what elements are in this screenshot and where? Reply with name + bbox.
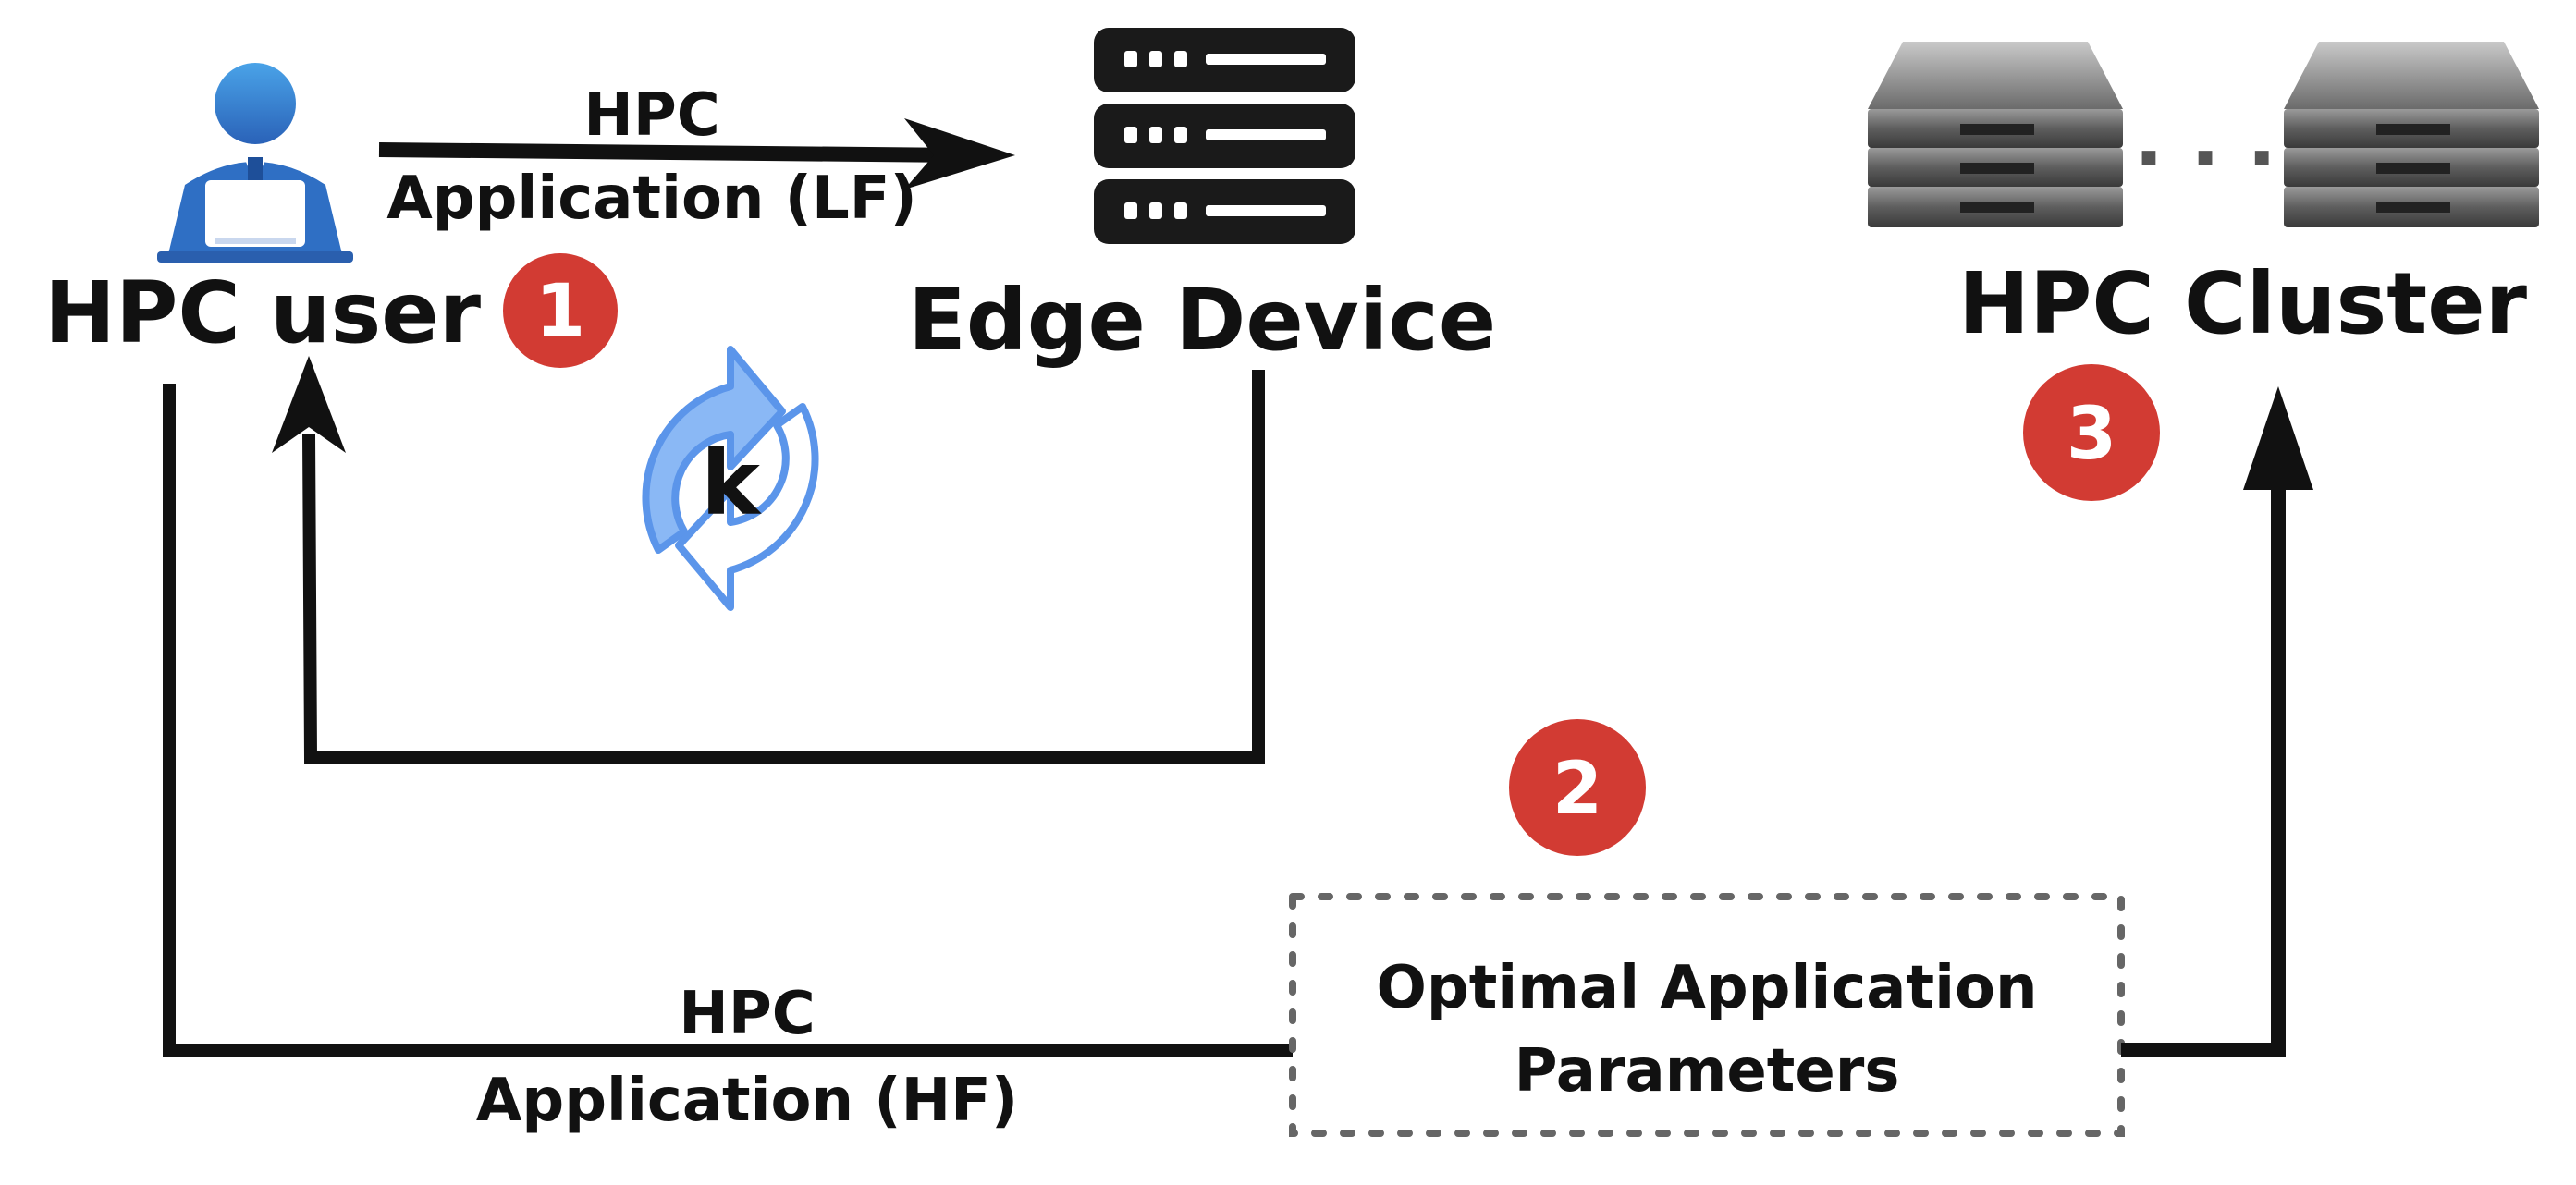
lf-arrow bbox=[378, 118, 1015, 189]
loop-k-label: k bbox=[701, 432, 762, 535]
step-badge-1-number: 1 bbox=[535, 270, 585, 353]
user-label: HPC user bbox=[44, 263, 482, 362]
step-badge-2: 2 bbox=[1509, 719, 1646, 856]
params-label-line1: Optimal Application bbox=[1376, 954, 2037, 1022]
hf-label-line1: HPC bbox=[679, 980, 815, 1048]
cluster-server-right-icon bbox=[2284, 42, 2539, 227]
params-label-line2: Parameters bbox=[1515, 1037, 1900, 1106]
step-badge-3: 3 bbox=[2023, 364, 2160, 501]
refresh-cycle-icon bbox=[642, 346, 819, 611]
lf-label-line1: HPC bbox=[583, 81, 719, 150]
cluster-ellipsis: · · · bbox=[2134, 113, 2276, 203]
edge-device-icon bbox=[1094, 28, 1355, 244]
edge-device-label: Edge Device bbox=[908, 271, 1496, 370]
lf-label-line2: Application (LF) bbox=[386, 165, 917, 233]
cluster-arrow bbox=[2121, 386, 2313, 1057]
step-badge-3-number: 3 bbox=[2067, 393, 2116, 476]
step-badge-1: 1 bbox=[503, 253, 618, 368]
cluster-label: HPC Cluster bbox=[1958, 254, 2528, 353]
user-icon bbox=[157, 63, 353, 263]
step-badge-2-number: 2 bbox=[1552, 748, 1602, 831]
cluster-server-left-icon bbox=[1868, 42, 2123, 227]
params-box bbox=[1289, 893, 2125, 1137]
hf-label-line2: Application (HF) bbox=[476, 1067, 1018, 1135]
hf-path bbox=[163, 384, 1293, 1057]
feedback-arrow bbox=[272, 356, 1265, 764]
